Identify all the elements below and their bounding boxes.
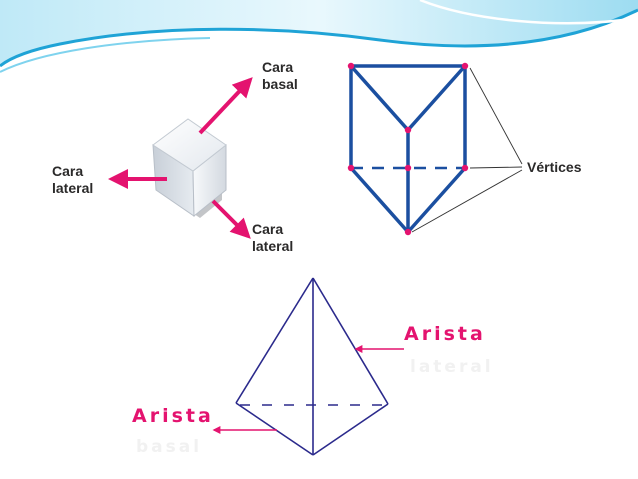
- vertex-dot: [404, 164, 412, 172]
- pyramid-base-right: [312, 403, 389, 456]
- pyramid-left-edge: [235, 277, 314, 404]
- prism-top-left-edge: [349, 64, 410, 132]
- top-banner: [0, 0, 638, 73]
- label-cara-basal: Cara basal: [262, 59, 298, 92]
- vertex-dot: [404, 126, 412, 134]
- vertex-dot: [461, 62, 469, 70]
- cube-top-face: [152, 118, 227, 172]
- label-cara-lateral-bottom: Cara lateral: [252, 221, 293, 254]
- vertex-dot: [347, 164, 355, 172]
- vertex-dot: [461, 164, 469, 172]
- vertices-leader-lines: [411, 67, 523, 233]
- prism-vertices: [347, 62, 469, 236]
- label-cara-lateral-left: Cara lateral: [52, 163, 93, 196]
- label-arista-lateral: Arista lateral: [404, 323, 495, 377]
- prism-bottom-right-edge: [406, 166, 467, 234]
- arrow-cara-basal: [198, 77, 253, 135]
- prism-bottom-left-edge: [349, 166, 410, 234]
- cube-figure: [152, 118, 227, 218]
- pyramid-base-left: [235, 402, 314, 456]
- arrow-cara-lateral-bottom: [211, 199, 251, 239]
- pyramid-right-edge: [312, 277, 389, 405]
- vertex-dot: [347, 62, 355, 70]
- label-vertices: Vértices: [527, 159, 582, 175]
- vertex-dot: [404, 228, 412, 236]
- label-arista-basal: Arista basal: [132, 405, 223, 457]
- prism-figure: [349, 64, 467, 234]
- prism-top-right-edge: [406, 64, 467, 132]
- pyramid-figure: [235, 277, 389, 456]
